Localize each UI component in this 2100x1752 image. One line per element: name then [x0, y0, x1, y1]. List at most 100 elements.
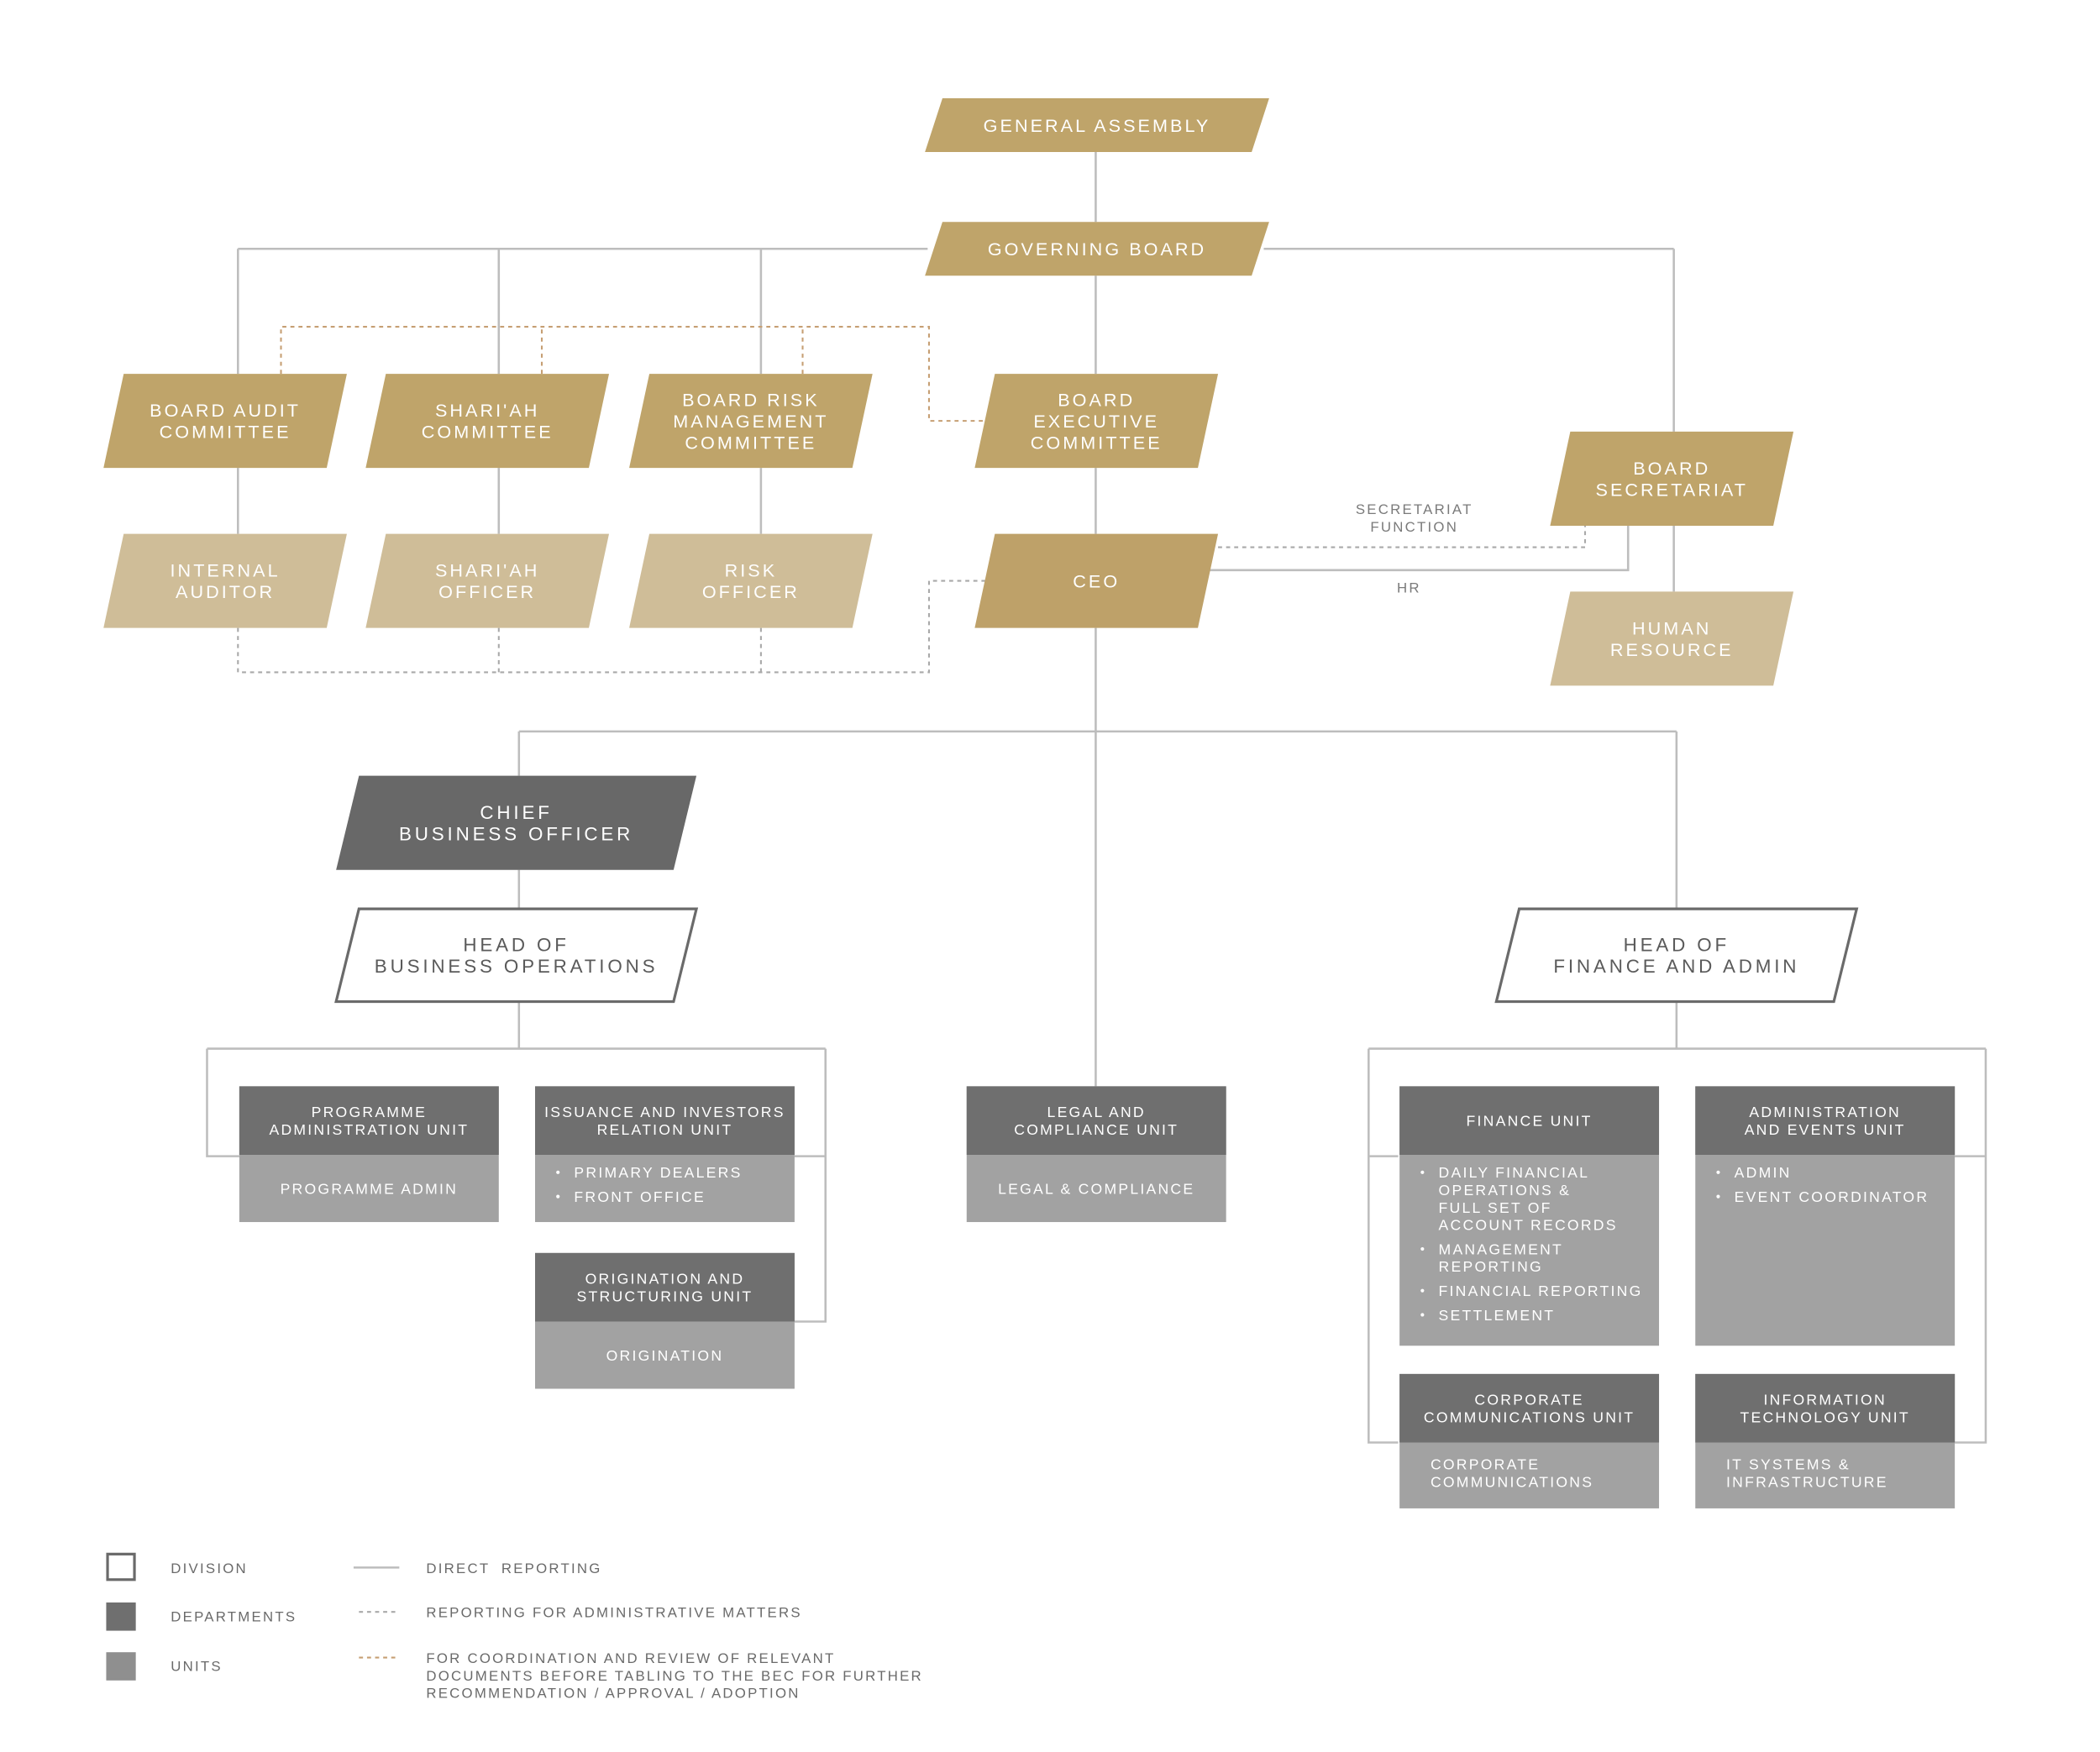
- governing-board-label-line-1: GOVERNING BOARD: [988, 239, 1206, 260]
- finance-bullet-dot-2: [1420, 1246, 1425, 1251]
- programme-admin-unit-header-bg: [239, 1086, 499, 1156]
- line-hbo-right-bracket: [794, 1048, 827, 1323]
- it-unit-header-line-2: TECHNOLOGY UNIT: [1740, 1408, 1909, 1425]
- shariah-officer-shape: [365, 533, 610, 628]
- programme-admin-unit-header-line-1: PROGRAMME: [312, 1104, 427, 1120]
- admin-events-unit-header-line-1: ADMINISTRATION: [1749, 1104, 1901, 1120]
- governing-board-label: GOVERNING BOARD: [988, 239, 1206, 260]
- legend: DIVISION DEPARTMENTS UNITS DIRECT REPORT…: [106, 1552, 921, 1702]
- legend-units-swatch: [106, 1652, 136, 1681]
- corp-comms-unit-header-line-2: COMMUNICATIONS UNIT: [1424, 1408, 1635, 1425]
- it-unit-body-text-line-1: IT SYSTEMS &: [1726, 1456, 1851, 1472]
- finance-unit-header-bg: [1399, 1086, 1660, 1156]
- human-resource-shape: [1550, 591, 1794, 686]
- internal-auditor-label-line-2: AUDITOR: [176, 581, 275, 602]
- risk-officer-shape: [629, 533, 873, 628]
- admin-reporting-lines: [237, 525, 1587, 674]
- line-committees-bec: [280, 326, 986, 422]
- issuance-unit-header-line-1: ISSUANCE AND INVESTORS: [544, 1104, 785, 1120]
- origination-unit-header-line-2: STRUCTURING UNIT: [577, 1288, 753, 1304]
- line-ceo-hr-link: [1210, 525, 1630, 572]
- finance-bullet-4: SETTLEMENT: [1439, 1307, 1556, 1324]
- finance-bullet-2-line-2: REPORTING: [1439, 1258, 1543, 1275]
- corp-comms-unit-header-bg: [1399, 1373, 1660, 1443]
- admin-events-bullet-2: EVENT COORDINATOR: [1735, 1188, 1929, 1205]
- corp-comms-unit-body-text-line-1: CORPORATE: [1431, 1456, 1540, 1472]
- internal-auditor-label-line-1: INTERNAL: [171, 560, 281, 581]
- finance-bullet-3-line-1: FINANCIAL REPORTING: [1439, 1283, 1643, 1299]
- board-risk-committee-label-line-3: COMMITTEE: [685, 433, 816, 454]
- admin-events-bullet-1: ADMIN: [1735, 1164, 1792, 1181]
- issuance-unit-header-line-2: RELATION UNIT: [597, 1121, 733, 1138]
- line-hfa-right-bracket: [1955, 1048, 1987, 1444]
- issuance-bullet-2-line-1: FRONT OFFICE: [574, 1188, 706, 1205]
- admin-events-bullet-dot-2: [1716, 1194, 1720, 1199]
- programme-admin-unit-header-line-2: ADMINISTRATION UNIT: [269, 1121, 469, 1138]
- governing-board-node: GOVERNING BOARD: [925, 222, 1269, 276]
- shariah-officer-label-line-2: OFFICER: [438, 581, 536, 602]
- issuance-bullet-1-line-1: PRIMARY DEALERS: [574, 1164, 742, 1181]
- board-audit-committee-label-line-1: BOARD AUDIT: [150, 400, 301, 421]
- admin-events-bullet-1-line-1: ADMIN: [1735, 1164, 1792, 1181]
- corp-comms-unit-body-text-line-2: COMMUNICATIONS: [1431, 1473, 1593, 1490]
- ceo-label: CEO: [1073, 570, 1120, 591]
- direct-reporting-lines: [206, 152, 1987, 1444]
- general-assembly-label-line-1: GENERAL ASSEMBLY: [984, 115, 1211, 136]
- ceo-label-line-1: CEO: [1073, 570, 1120, 591]
- board-audit-committee-shape: [103, 374, 347, 469]
- board-executive-committee-label-line-1: BOARD: [1058, 389, 1135, 410]
- risk-officer-label-line-2: OFFICER: [702, 581, 800, 602]
- board-risk-committee-label-line-2: MANAGEMENT: [673, 411, 828, 432]
- governing-board-shape: [925, 222, 1269, 276]
- risk-officer-label-line-1: RISK: [725, 560, 778, 581]
- head-finance-admin-shape: [1494, 907, 1859, 1004]
- issuance-bullet-1: PRIMARY DEALERS: [574, 1164, 742, 1181]
- legal-unit-header-line-2: COMPLIANCE UNIT: [1014, 1121, 1179, 1138]
- head-finance-admin-label-line-2: FINANCE AND ADMIN: [1553, 956, 1799, 977]
- finance-bullet-3: FINANCIAL REPORTING: [1439, 1283, 1643, 1299]
- nodes: GENERAL ASSEMBLY GOVERNING BOARD BOARD AUD…: [103, 98, 1859, 1004]
- board-executive-committee-label-line-3: COMMITTEE: [1031, 433, 1163, 454]
- legend-units-label: UNITS: [171, 1659, 223, 1675]
- shariah-committee-shape: [365, 374, 610, 469]
- issuance-bullet-dot-2: [556, 1194, 560, 1199]
- board-audit-committee-label-line-2: COMMITTEE: [160, 422, 291, 443]
- finance-unit-header-line-1: FINANCE UNIT: [1467, 1113, 1593, 1130]
- legend-departments-swatch: [106, 1602, 136, 1631]
- finance-bullet-1-line-2: OPERATIONS &: [1439, 1182, 1572, 1199]
- general-assembly-shape: [925, 98, 1269, 153]
- head-business-operations-label-line-2: BUSINESS OPERATIONS: [375, 956, 659, 977]
- finance-unit-header: FINANCE UNIT: [1467, 1113, 1593, 1130]
- shariah-committee-label-line-1: SHARI'AH: [435, 400, 539, 421]
- finance-bullet-dot-1: [1420, 1170, 1425, 1174]
- origination-unit-body-text-line-1: ORIGINATION: [606, 1347, 724, 1364]
- finance-bullet-2-line-1: MANAGEMENT: [1439, 1241, 1564, 1257]
